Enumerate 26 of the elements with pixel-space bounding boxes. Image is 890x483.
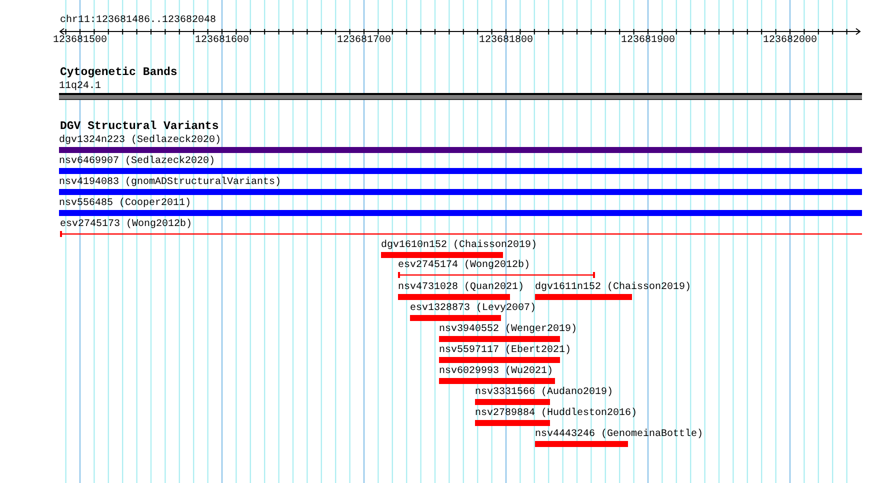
feature-label: nsv3331566 (Audano2019): [475, 387, 614, 398]
feature-label: nsv2789884 (Huddleston2016): [475, 408, 638, 419]
feature-label: nsv6029993 (Wu2021): [439, 366, 554, 377]
track-title: Cytogenetic Bands: [60, 66, 178, 79]
feature-label: esv1328873 (Levy2007): [410, 303, 536, 314]
location-label: chr11:123681486..123682048: [60, 15, 216, 26]
tick-label: 123681800: [479, 35, 533, 46]
feature-label: nsv6469907 (Sedlazeck2020): [59, 156, 216, 167]
feature-label: nsv556485 (Cooper2011): [59, 198, 192, 209]
feature-label: nsv4194083 (gnomADStructuralVariants): [59, 177, 282, 188]
feature-label: nsv4443246 (GenomeinaBottle): [535, 429, 704, 440]
feature-label: dgv1610n152 (Chaisson2019): [381, 240, 538, 251]
tick-label: 123681900: [621, 35, 675, 46]
feature-label: esv2745174 (Wong2012b): [398, 260, 530, 271]
feature-label: esv2745173 (Wong2012b): [60, 219, 192, 230]
band-label: 11q24.1: [59, 81, 102, 92]
tick-label: 123681600: [195, 35, 249, 46]
feature-label: dgv1611n152 (Chaisson2019): [535, 282, 692, 293]
track-title: DGV Structural Variants: [60, 120, 219, 133]
tick-label: 123681700: [337, 35, 391, 46]
feature-label: dgv1324n223 (Sedlazeck2020): [59, 135, 222, 146]
tick-label: 123681500: [53, 35, 107, 46]
feature-label: nsv4731028 (Quan2021): [398, 282, 524, 293]
feature-label: nsv3940552 (Wenger2019): [439, 324, 578, 335]
feature-label: nsv5597117 (Ebert2021): [439, 345, 572, 356]
tick-label: 123682000: [763, 35, 817, 46]
